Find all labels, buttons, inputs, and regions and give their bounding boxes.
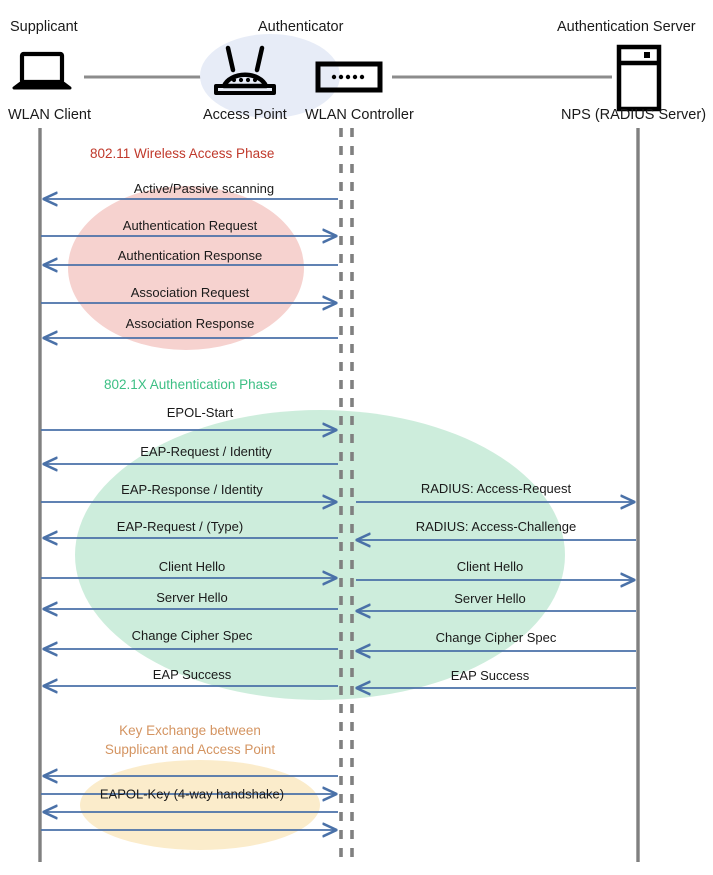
message-label: Server Hello [454, 591, 526, 606]
arrows-left [41, 199, 338, 830]
phase-1-ellipse [68, 186, 304, 350]
message-label: RADIUS: Access-Request [420, 481, 572, 496]
message-label: EAPOL-Key (4-way handshake) [99, 786, 285, 802]
message-label: Authentication Request [122, 218, 258, 233]
phase-label-802-1x: 802.1X Authentication Phase [104, 377, 278, 392]
actor-device-wlan-client: WLAN Client [8, 107, 91, 123]
message-label: Authentication Response [117, 248, 263, 263]
arrows-right [356, 502, 636, 688]
message-label: Change Cipher Spec [131, 628, 253, 643]
phase-label-key-exchange-line2: Supplicant and Access Point [104, 742, 276, 757]
actor-device-wlan-controller: WLAN Controller [305, 107, 414, 123]
message-label: EAP Success [450, 668, 530, 683]
phase-2-ellipse [75, 410, 565, 700]
phase-label-key-exchange-line1: Key Exchange between [119, 723, 261, 738]
actor-role-supplicant: Supplicant [10, 19, 78, 35]
message-label: EPOL-Start [166, 405, 234, 420]
message-label: Client Hello [158, 559, 226, 574]
laptop-icon [12, 51, 72, 90]
actor-role-authentication-server: Authentication Server [557, 19, 696, 35]
actor-device-access-point: Access Point [203, 107, 287, 123]
message-label: Server Hello [156, 590, 228, 605]
phase-label-802-11: 802.11 Wireless Access Phase [90, 146, 275, 161]
message-label: Change Cipher Spec [435, 630, 557, 645]
message-label: Active/Passive scanning [133, 181, 275, 196]
message-label: Association Response [125, 316, 255, 331]
message-label: EAP-Response / Identity [121, 482, 263, 497]
message-label: RADIUS: Access-Challenge [415, 519, 577, 534]
message-label: Client Hello [456, 559, 524, 574]
phase-3-ellipse [80, 760, 320, 850]
wlan-controller-icon [315, 61, 383, 93]
phase-label-key-exchange: Key Exchange between Supplicant and Acce… [98, 721, 282, 759]
actor-role-authenticator: Authenticator [258, 19, 344, 35]
message-label: EAP-Request / (Type) [116, 519, 244, 534]
authenticator-group-ellipse [200, 34, 340, 118]
message-label: Association Request [130, 285, 250, 300]
message-label: EAP Success [152, 667, 232, 682]
message-label: EAP-Request / Identity [140, 444, 272, 459]
server-icon [616, 44, 662, 112]
actor-device-nps-radius: NPS (RADIUS Server) [561, 107, 707, 123]
access-point-icon [214, 45, 276, 95]
